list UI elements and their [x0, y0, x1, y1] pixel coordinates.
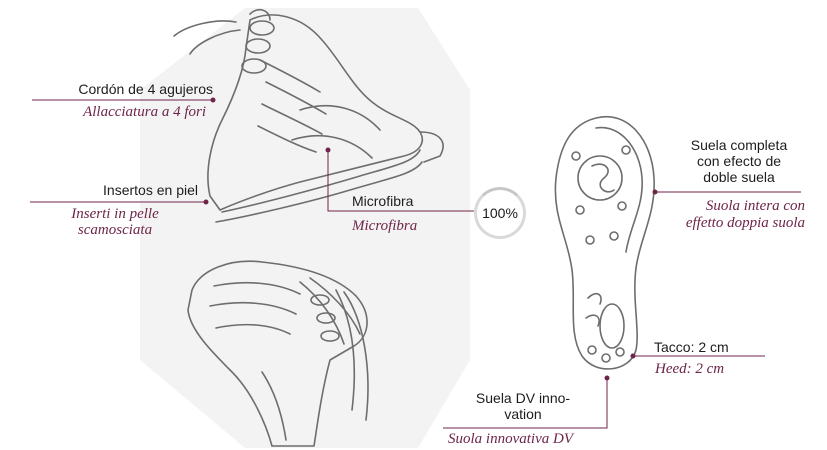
material-percent-badge: 100% — [474, 187, 526, 239]
dv-label-es-line2: vation — [448, 407, 598, 422]
heel-label-it: Heed: 2 cm — [655, 361, 724, 378]
sole-label-es-line3: doble suela — [664, 170, 814, 185]
lacing-label-it: Allacciatura a 4 fori — [20, 104, 206, 121]
lacing-label-es: Cordón de 4 agujeros — [20, 82, 213, 97]
shoe-sole-illustration — [555, 117, 654, 369]
inserts-label-es: Insertos en piel — [20, 183, 198, 198]
dv-label-es-line1: Suela DV inno- — [448, 391, 598, 406]
sole-label-es-line2: con efecto de — [664, 154, 814, 169]
heel-label-es: Tacco: 2 cm — [654, 340, 729, 355]
sole-label-it-line2: effetto doppia suola — [650, 215, 805, 232]
inserts-label-it-line2: scamosciata — [40, 222, 190, 239]
material-label-es: Microfibra — [352, 194, 413, 209]
material-percent: 100% — [482, 205, 518, 221]
material-label-it: Microfibra — [352, 218, 417, 235]
sole-label-es-line1: Suela completa — [664, 138, 814, 153]
dv-label-it: Suola innovativa DV — [448, 431, 573, 448]
inserts-label-it-line1: Inserti in pelle — [40, 206, 190, 223]
sole-label-it-line1: Suola intera con — [650, 198, 805, 215]
